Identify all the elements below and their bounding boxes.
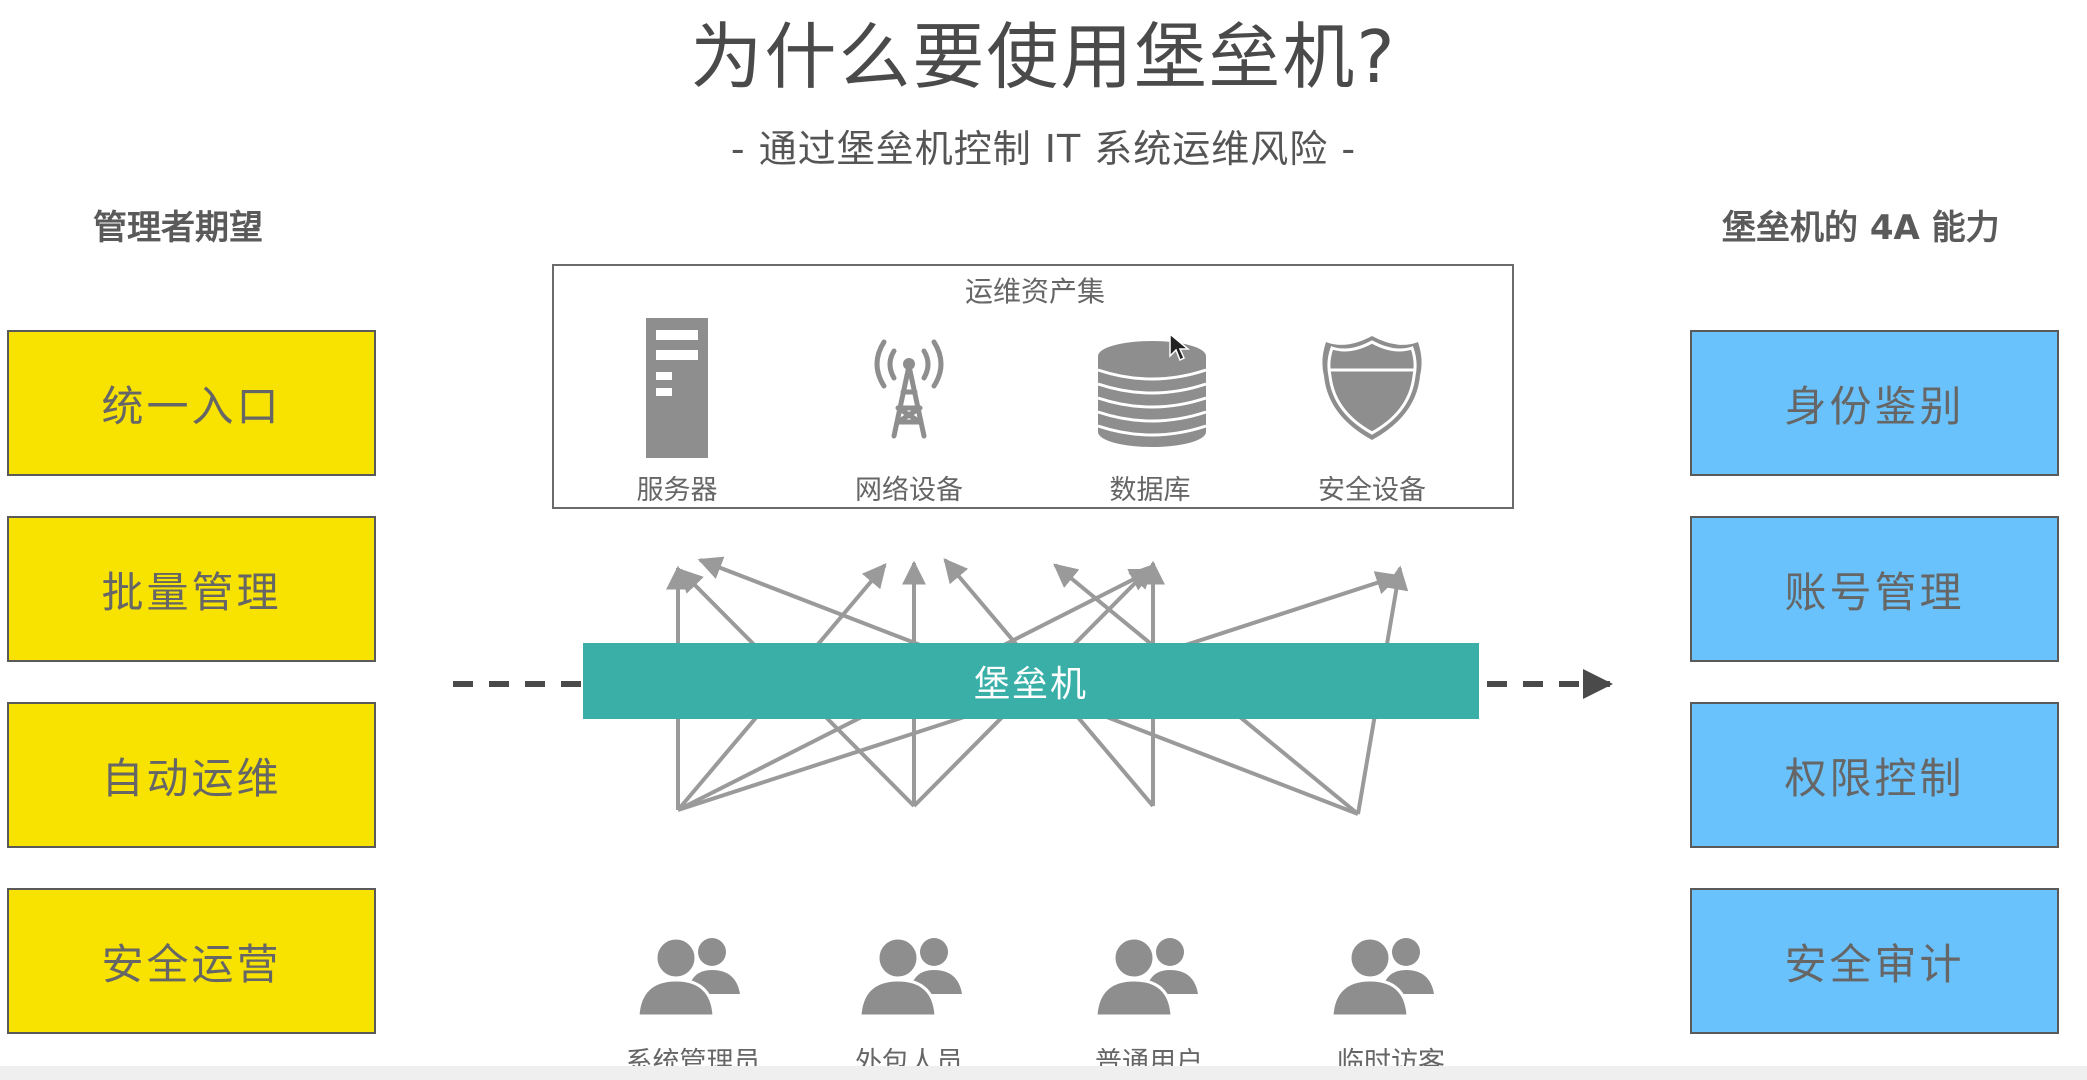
database-icon	[1097, 341, 1207, 447]
page-subtitle: - 通过堡垒机控制 IT 系统运维风险 -	[730, 127, 1357, 171]
expectation-box: 安全运营	[7, 888, 376, 1034]
capability-box: 身份鉴别	[1690, 330, 2059, 476]
capability-box: 安全审计	[1690, 888, 2059, 1034]
expectation-box: 自动运维	[7, 702, 376, 848]
capability-box: 账号管理	[1690, 516, 2059, 662]
asset-set-title: 运维资产集	[964, 275, 1105, 308]
shield-icon	[1322, 336, 1422, 440]
asset-label: 数据库	[1109, 475, 1191, 506]
user-group-icon	[860, 936, 962, 1018]
network-tower-icon	[874, 339, 944, 439]
user-group-icon	[638, 936, 740, 1018]
server-icon	[646, 318, 708, 458]
bottom-strip	[0, 1066, 2087, 1080]
asset-set-box: 运维资产集	[552, 264, 1514, 509]
expectation-box: 统一入口	[7, 330, 376, 476]
left-column-heading: 管理者期望	[93, 208, 263, 248]
page-title: 为什么要使用堡垒机?	[690, 15, 1397, 99]
right-column-heading: 堡垒机的 4A 能力	[1722, 208, 2000, 248]
expectation-box: 批量管理	[7, 516, 376, 662]
bastion-host-bar: 堡垒机	[583, 643, 1479, 719]
cursor-icon	[1169, 332, 1190, 362]
asset-label: 安全设备	[1318, 475, 1426, 506]
asset-label: 服务器	[636, 475, 718, 506]
user-group-icon	[1332, 936, 1434, 1018]
user-group-icon	[1096, 936, 1198, 1018]
asset-label: 网络设备	[855, 475, 963, 506]
capability-box: 权限控制	[1690, 702, 2059, 848]
